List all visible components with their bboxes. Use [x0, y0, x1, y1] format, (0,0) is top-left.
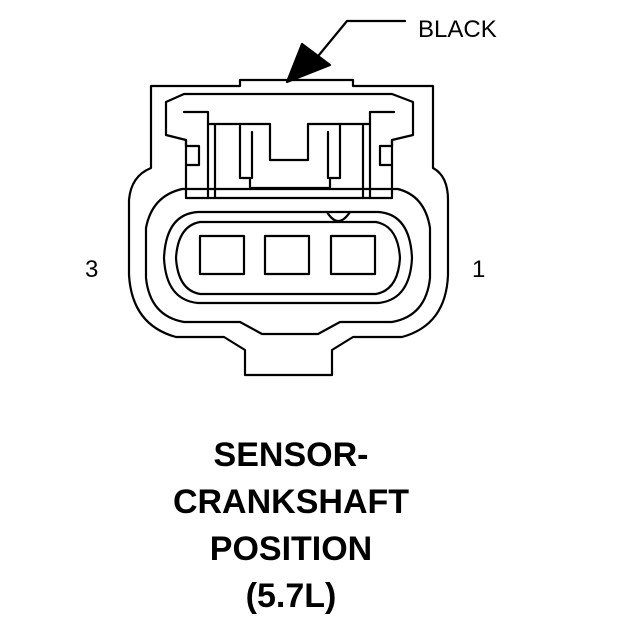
- connector-housing-outline: [127, 78, 450, 377]
- title-line-2: CRANKSHAFT: [172, 483, 410, 521]
- leader-line: [303, 19, 407, 74]
- engine-label: (5.7L): [245, 577, 337, 615]
- leader-arrowhead: [285, 42, 332, 84]
- pin-cavity-1: [329, 234, 377, 276]
- pin-number-right: 1: [472, 256, 486, 283]
- pin-number-left: 3: [85, 256, 99, 283]
- latch-release-tab: [238, 122, 342, 190]
- key-notch: [325, 210, 352, 223]
- connector-title: SENSOR- CRANKSHAFT POSITION (5.7L): [0, 432, 582, 620]
- latch-inner-left: [184, 138, 201, 167]
- title-line-3: POSITION: [209, 530, 373, 568]
- pin-cavity-3: [198, 234, 246, 276]
- locking-latch-frame: [164, 92, 415, 200]
- terminal-face-outline: [162, 210, 414, 305]
- connector-shell-inner: [144, 187, 432, 336]
- connector-diagram: [127, 19, 450, 377]
- title-line-1: SENSOR-: [213, 436, 369, 474]
- terminal-face-inner: [174, 220, 402, 296]
- latch-inner-right: [378, 138, 394, 167]
- pin-cavity-2: [263, 234, 311, 276]
- latch-inner-frame: [182, 110, 396, 200]
- wire-color-label: BLACK: [418, 16, 497, 43]
